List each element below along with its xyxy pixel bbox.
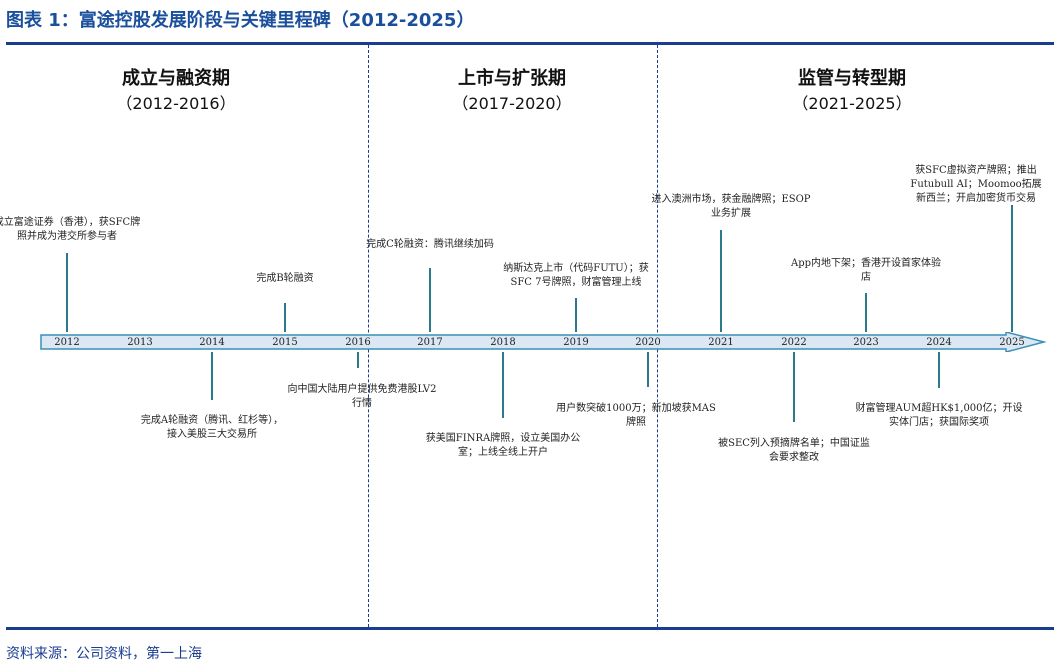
phase-1-name: 成立与融资期	[122, 68, 230, 89]
source-note: 资料来源：公司资料，第一上海	[6, 646, 202, 662]
year-label-2013: 2013	[127, 337, 153, 348]
year-label-2024: 2024	[926, 337, 952, 348]
milestone-text-line: 被SEC列入预摘牌名单；中国证监	[718, 438, 870, 449]
phase-1: 成立与融资期 （2012-2016）	[116, 66, 235, 116]
milestone-text-line: 接入美股三大交易所	[166, 429, 257, 440]
milestone-2025: 获SFC虚拟资产牌照；推出 Futubull AI；Moomoo拓展新西兰；开启加…	[910, 164, 1041, 206]
milestone-text-line: 成立富途证券（香港），获SFC牌	[0, 217, 141, 228]
year-label-2023: 2023	[853, 337, 879, 348]
milestone-2015: 完成B轮融资	[256, 272, 313, 286]
milestone-text-line: 进入澳洲市场，获金融牌照；ESOP	[651, 194, 811, 205]
milestone-stem-2016	[357, 352, 359, 368]
milestone-text-line: 获美国FINRA牌照，设立美国办公	[425, 433, 581, 444]
milestone-2021: 进入澳洲市场，获金融牌照；ESOP 业务扩展	[651, 193, 810, 221]
milestone-text-line: 财富管理AUM超HK$1,000亿；开设	[855, 403, 1023, 414]
milestone-2022: 被SEC列入预摘牌名单；中国证监会要求整改	[718, 437, 870, 465]
milestone-2016: 向中国大陆用户提供免费港股LV2 行情	[287, 383, 436, 411]
milestone-text-line: 室；上线全线上开户	[457, 447, 548, 458]
phase-3-range: （2021-2025）	[792, 94, 912, 113]
milestone-text-line: 获SFC虚拟资产牌照；推出	[915, 165, 1037, 176]
phase-2-name: 上市与扩张期	[458, 68, 566, 89]
milestone-text-line: 店	[861, 272, 871, 283]
phase-1-range: （2012-2016）	[116, 94, 236, 113]
milestone-2018: 获美国FINRA牌照，设立美国办公室；上线全线上开户	[426, 432, 580, 460]
milestone-text-line: 向中国大陆用户提供免费港股LV2	[287, 384, 437, 395]
timeline-arrow	[40, 332, 1046, 352]
figure-title: 图表 1：富途控股发展阶段与关键里程碑（2012-2025）	[6, 10, 475, 31]
phase-3: 监管与转型期 （2021-2025）	[792, 66, 911, 116]
milestone-stem-2017	[429, 268, 431, 332]
year-label-2012: 2012	[54, 337, 80, 348]
milestone-stem-2014	[211, 352, 213, 400]
year-label-2016: 2016	[345, 337, 371, 348]
milestone-text-line: 完成C轮融资：腾讯继续加码	[366, 239, 494, 250]
milestone-2019: 纳斯达克上市（代码FUTU）；获 SFC 7号牌照，财富管理上线	[503, 262, 648, 290]
milestone-text-line: 新西兰；开启加密货币交易	[915, 193, 1036, 204]
year-label-2014: 2014	[199, 337, 225, 348]
milestone-text-line: App内地下架；香港开设首家体验	[790, 258, 942, 269]
milestone-2020: 用户数突破1000万；新加坡获MAS 牌照	[556, 402, 716, 430]
milestone-text-line: SFC 7号牌照，财富管理上线	[510, 277, 642, 288]
phase-2-range: （2017-2020）	[452, 94, 572, 113]
phase-2: 上市与扩张期 （2017-2020）	[452, 66, 571, 116]
milestone-text-line: 完成A轮融资（腾讯、红杉等），	[140, 415, 284, 426]
milestone-text-line: 行情	[351, 398, 372, 409]
year-label-2025: 2025	[999, 337, 1025, 348]
phase-3-name: 监管与转型期	[798, 68, 906, 89]
milestone-stem-2015	[284, 303, 286, 332]
milestone-stem-2022	[793, 352, 795, 422]
milestone-stem-2018	[502, 352, 504, 418]
milestone-text-line: 牌照	[625, 417, 646, 428]
year-label-2018: 2018	[490, 337, 516, 348]
milestone-2014: 完成A轮融资（腾讯、红杉等）， 接入美股三大交易所	[141, 414, 283, 442]
year-label-2017: 2017	[417, 337, 443, 348]
milestone-text-line: 会要求整改	[769, 452, 819, 463]
year-label-2019: 2019	[563, 337, 589, 348]
year-label-2021: 2021	[708, 337, 734, 348]
milestone-text-line: 完成B轮融资	[256, 273, 314, 284]
milestone-text-line: 实体门店；获国际奖项	[888, 417, 989, 428]
milestone-stem-2012	[66, 253, 68, 332]
milestone-2012: 成立富途证券（香港），获SFC牌照并成为港交所参与者	[0, 216, 140, 244]
milestone-2017: 完成C轮融资：腾讯继续加码	[366, 238, 494, 252]
milestone-stem-2024	[938, 352, 940, 388]
milestone-stem-2023	[865, 293, 867, 332]
milestone-2023: App内地下架；香港开设首家体验店	[791, 257, 941, 285]
milestone-stem-2021	[720, 230, 722, 332]
year-label-2022: 2022	[781, 337, 807, 348]
top-rule	[6, 42, 1054, 45]
milestone-stem-2025	[1011, 205, 1013, 332]
milestone-text-line: 业务扩展	[710, 208, 751, 219]
milestone-text-line: Futubull AI；Moomoo拓展	[910, 179, 1042, 190]
milestone-text-line: 用户数突破1000万；新加坡获MAS	[556, 403, 716, 414]
milestone-2024: 财富管理AUM超HK$1,000亿；开设实体门店；获国际奖项	[855, 402, 1022, 430]
milestone-stem-2020	[647, 352, 649, 387]
bottom-rule	[6, 627, 1054, 630]
year-label-2020: 2020	[635, 337, 661, 348]
milestone-stem-2019	[575, 298, 577, 332]
milestone-text-line: 纳斯达克上市（代码FUTU）；获	[503, 263, 649, 274]
year-label-2015: 2015	[272, 337, 298, 348]
milestone-text-line: 照并成为港交所参与者	[16, 231, 117, 242]
